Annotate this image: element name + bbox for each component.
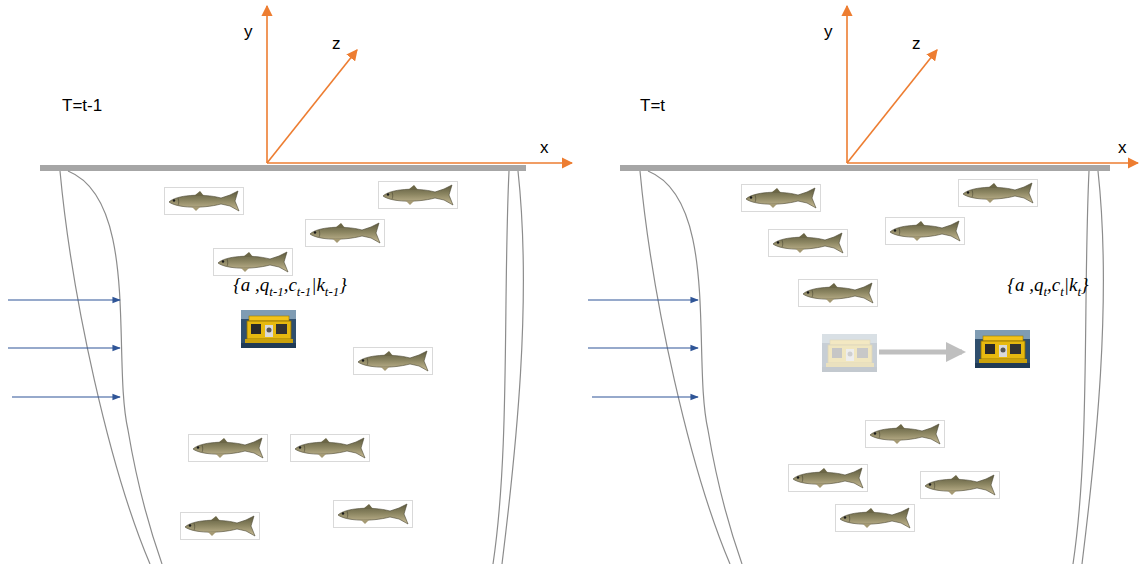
label-text: {a ,q — [233, 274, 269, 295]
motion-arrow — [879, 350, 962, 355]
time-label: T=t-1 — [62, 96, 102, 116]
subscript-text: t-1 — [325, 284, 339, 299]
subscript-text: t-1 — [297, 284, 311, 299]
label-text: {a ,q — [1007, 274, 1043, 295]
time-label: T=t — [640, 96, 665, 116]
label-text: z — [912, 34, 921, 53]
current-arrows — [8, 300, 120, 397]
y-axis — [846, 6, 848, 163]
current-arrow — [588, 347, 698, 348]
label-text: z — [332, 34, 341, 53]
axis-label: x — [540, 138, 549, 158]
net-line — [640, 171, 730, 564]
z-axis — [847, 50, 937, 163]
current-arrow — [592, 396, 698, 397]
axis-label: y — [244, 22, 253, 42]
axis-label: z — [332, 34, 341, 54]
subscript-text: t-1 — [269, 284, 283, 299]
net-line — [648, 171, 742, 564]
salmon-icon — [836, 505, 915, 532]
current-arrow — [8, 299, 120, 300]
net-cage — [60, 171, 523, 564]
state-formula: {a ,qt,ct|kt} — [1007, 274, 1088, 299]
salmon-icon — [769, 230, 848, 257]
label-text: ,c — [1047, 274, 1060, 295]
label-text: ,c — [284, 274, 297, 295]
salmon-icon — [799, 280, 878, 307]
axis-label: x — [1118, 138, 1127, 158]
fish-group — [742, 180, 1038, 532]
label-text: } — [1081, 274, 1089, 295]
salmon-icon — [921, 472, 1000, 499]
subscript-text: t — [1060, 284, 1064, 299]
salmon-icon — [291, 435, 370, 462]
water-surface-bar — [40, 165, 526, 171]
salmon-icon — [866, 421, 945, 448]
fish-group — [165, 182, 458, 540]
salmon-icon — [214, 249, 293, 276]
salmon-icon — [789, 465, 868, 492]
salmon-icon — [379, 182, 458, 209]
z-axis — [267, 50, 357, 163]
salmon-icon — [189, 435, 268, 462]
subscript-text: t — [1077, 284, 1081, 299]
label-text: } — [339, 274, 347, 295]
salmon-icon — [959, 180, 1038, 207]
label-text: x — [1118, 138, 1127, 157]
axes — [267, 6, 572, 163]
rov-icon — [241, 310, 296, 348]
state-formula: {a ,qt-1,ct-1|kt-1} — [233, 274, 347, 299]
salmon-icon — [334, 501, 413, 528]
label-text: x — [540, 138, 549, 157]
salmon-icon — [742, 185, 821, 212]
label-text: |k — [1064, 274, 1078, 295]
current-arrows — [588, 300, 698, 397]
label-text: T=t — [640, 96, 665, 115]
subscript-text: t — [1043, 284, 1047, 299]
x-axis — [847, 162, 1138, 164]
salmon-icon — [354, 348, 433, 375]
rov-icon — [975, 330, 1030, 368]
right-panel — [588, 6, 1138, 564]
net-line — [1073, 171, 1089, 564]
rov-previous-position — [822, 334, 877, 372]
net-line — [493, 171, 509, 564]
salmon-icon — [181, 513, 260, 540]
label-text: |k — [311, 274, 325, 295]
salmon-icon — [165, 188, 244, 215]
current-arrow — [588, 299, 698, 300]
salmon-icon — [886, 218, 965, 245]
net-cage — [640, 171, 1103, 564]
axes — [847, 6, 1138, 163]
axis-label: z — [912, 34, 921, 54]
water-surface-bar — [620, 165, 1110, 171]
net-line — [60, 171, 150, 564]
rov-icon-faded — [822, 334, 877, 372]
label-text: T=t-1 — [62, 96, 102, 115]
axis-label: y — [824, 22, 833, 42]
salmon-icon — [306, 220, 385, 247]
current-arrow — [12, 396, 120, 397]
current-arrow — [8, 347, 120, 348]
x-axis — [267, 162, 572, 164]
net-line — [68, 171, 162, 564]
y-axis — [266, 6, 268, 163]
label-text: y — [824, 22, 833, 41]
left-panel — [8, 6, 572, 564]
label-text: y — [244, 22, 253, 41]
